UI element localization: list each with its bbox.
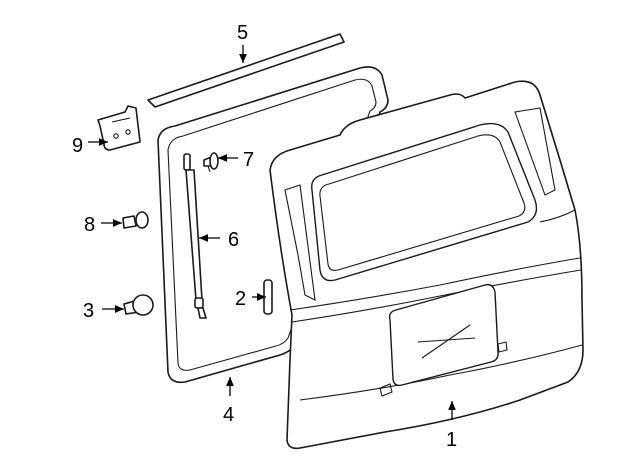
molding-strip-part <box>147 33 345 108</box>
callout-8-label: 8 <box>84 214 95 236</box>
callout-2-label: 2 <box>235 288 246 310</box>
callout-7-label: 7 <box>243 149 254 171</box>
callout-5-label: 5 <box>237 22 248 44</box>
callout-4-label: 4 <box>223 404 234 426</box>
liftgate-panel-part <box>269 80 584 450</box>
bumper-stop-part <box>123 294 154 316</box>
callout-9-label: 9 <box>72 135 83 157</box>
callout-6-label: 6 <box>228 229 239 251</box>
bolt-part <box>122 211 149 229</box>
callout-1-label: 1 <box>446 429 457 451</box>
support-strut-part <box>183 153 207 319</box>
hinge-bracket-part <box>97 105 141 151</box>
push-pin-clip-part <box>203 152 219 173</box>
callout-3-label: 3 <box>83 300 94 322</box>
